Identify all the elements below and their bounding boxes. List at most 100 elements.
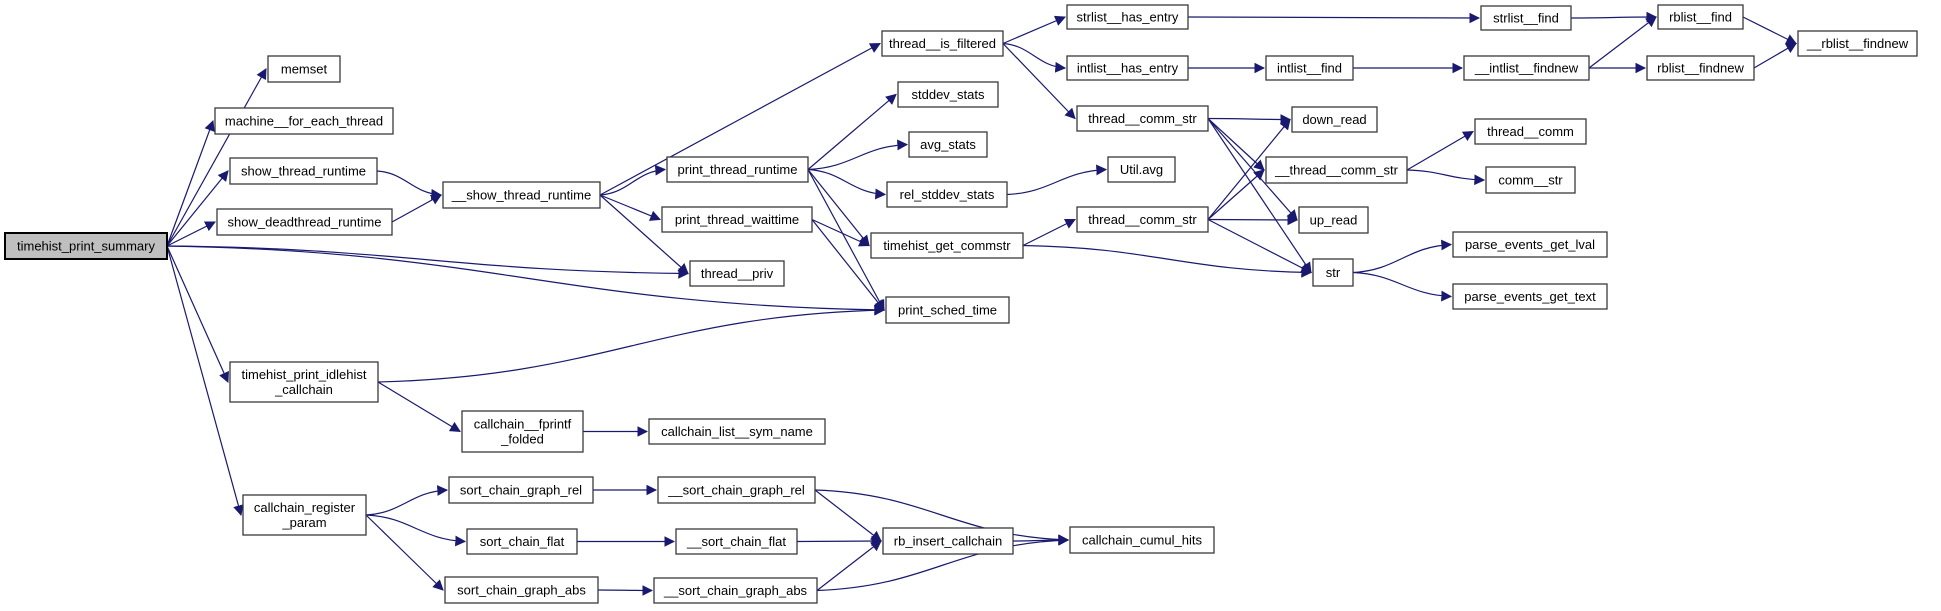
node-callchain_register_param[interactable]: callchain_register_param <box>242 494 367 536</box>
node-box[interactable] <box>1452 283 1608 310</box>
node-str[interactable]: str <box>1312 258 1354 287</box>
node-stddev_stats[interactable]: stddev_stats <box>897 81 999 108</box>
node-box[interactable] <box>908 131 988 158</box>
node-show_deadthread_runtime[interactable]: show_deadthread_runtime <box>216 208 393 236</box>
node-label-line: thread__comm_str <box>1088 111 1197 126</box>
node-__rblist__findnew[interactable]: __rblist__findnew <box>1797 30 1918 57</box>
node-parse_events_get_text[interactable]: parse_events_get_text <box>1452 283 1608 310</box>
node-box[interactable] <box>1646 55 1755 81</box>
node-rblist__findnew[interactable]: rblist__findnew <box>1646 55 1755 81</box>
node-thread__comm_str_1[interactable]: thread__comm_str <box>1076 105 1209 132</box>
node-timehist_get_commstr[interactable]: timehist_get_commstr <box>870 232 1024 259</box>
node-box[interactable] <box>461 410 584 453</box>
node-machine__for_each_thread[interactable]: machine__for_each_thread <box>214 107 394 135</box>
node-box[interactable] <box>1298 206 1369 234</box>
node-label-line: __sort_chain_graph_rel <box>667 483 805 498</box>
node-timehist_print_idlehist_callchain[interactable]: timehist_print_idlehist_callchain <box>229 361 379 403</box>
node-box[interactable] <box>648 418 826 445</box>
node-__sort_chain_graph_rel[interactable]: __sort_chain_graph_rel <box>657 476 816 504</box>
node-box[interactable] <box>1069 526 1215 554</box>
node-__show_thread_runtime[interactable]: __show_thread_runtime <box>442 181 601 209</box>
node-box[interactable] <box>1066 4 1189 30</box>
node-box[interactable] <box>267 55 341 83</box>
node-rb_insert_callchain[interactable]: rb_insert_callchain <box>882 527 1014 555</box>
node-box[interactable] <box>661 206 813 233</box>
node-box[interactable] <box>897 81 999 108</box>
node-up_read[interactable]: up_read <box>1298 206 1369 234</box>
node-intlist__find[interactable]: intlist__find <box>1265 55 1354 81</box>
node-box[interactable] <box>1076 105 1209 132</box>
node-sort_chain_graph_rel[interactable]: sort_chain_graph_rel <box>448 476 594 504</box>
edge-thread__is_filtered--intlist__has_entry <box>1002 42 1067 73</box>
node-box[interactable] <box>1485 166 1576 194</box>
node-box[interactable] <box>885 296 1010 324</box>
node-intlist__has_entry[interactable]: intlist__has_entry <box>1066 55 1189 81</box>
node-avg_stats[interactable]: avg_stats <box>908 131 988 158</box>
node-print_thread_runtime[interactable]: print_thread_runtime <box>666 156 809 183</box>
node-callchain__fprintf_folded[interactable]: callchain__fprintf_folded <box>461 410 584 453</box>
node-box[interactable] <box>653 577 818 604</box>
node-parse_events_get_lval[interactable]: parse_events_get_lval <box>1452 231 1608 258</box>
node-box[interactable] <box>1797 30 1918 57</box>
node-rblist__find[interactable]: rblist__find <box>1657 4 1744 30</box>
node-strlist__find[interactable]: strlist__find <box>1480 5 1572 31</box>
node-label: thread__is_filtered <box>889 36 996 51</box>
node-box[interactable] <box>1452 231 1608 258</box>
node-memset[interactable]: memset <box>267 55 341 83</box>
node-box[interactable] <box>881 30 1004 57</box>
node-print_thread_waittime[interactable]: print_thread_waittime <box>661 206 813 233</box>
node-box[interactable] <box>1291 106 1378 133</box>
node-label: print_thread_waittime <box>675 212 799 227</box>
node-box[interactable] <box>229 361 379 403</box>
node-box[interactable] <box>675 528 798 555</box>
node-box[interactable] <box>1265 156 1408 184</box>
node-box[interactable] <box>448 476 594 504</box>
node-callchain_list__sym_name[interactable]: callchain_list__sym_name <box>648 418 826 445</box>
node-strlist__has_entry[interactable]: strlist__has_entry <box>1066 4 1189 30</box>
node-__thread__comm_str[interactable]: __thread__comm_str <box>1265 156 1408 184</box>
edge-__show_thread_runtime--thread__is_filtered <box>599 42 881 196</box>
node-__sort_chain_flat[interactable]: __sort_chain_flat <box>675 528 798 555</box>
node-box[interactable] <box>1107 156 1176 183</box>
node-sort_chain_flat[interactable]: sort_chain_flat <box>466 528 578 555</box>
node-util_avg[interactable]: Util.avg <box>1107 156 1176 183</box>
node-box[interactable] <box>1480 5 1572 31</box>
node-box[interactable] <box>214 107 394 135</box>
node-box[interactable] <box>689 260 785 287</box>
node-rel_stddev_stats[interactable]: rel_stddev_stats <box>886 181 1008 208</box>
node-box[interactable] <box>1066 55 1189 81</box>
node-box[interactable] <box>1657 4 1744 30</box>
node-box[interactable] <box>1463 55 1590 81</box>
node-thread__priv[interactable]: thread__priv <box>689 260 785 287</box>
node-down_read[interactable]: down_read <box>1291 106 1378 133</box>
node-box[interactable] <box>1265 55 1354 81</box>
node-box[interactable] <box>870 232 1024 259</box>
node-callchain_cumul_hits[interactable]: callchain_cumul_hits <box>1069 526 1215 554</box>
node-__intlist__findnew[interactable]: __intlist__findnew <box>1463 55 1590 81</box>
node-box[interactable] <box>1312 258 1354 287</box>
node-comm__str[interactable]: comm__str <box>1485 166 1576 194</box>
node-box[interactable] <box>216 208 393 236</box>
node-thread__comm_str_2[interactable]: thread__comm_str <box>1076 206 1209 233</box>
edge-__thread__comm_str--thread__comm <box>1406 130 1474 171</box>
node-box[interactable] <box>886 181 1008 208</box>
edge-callchain_register_param--sort_chain_graph_rel <box>365 485 449 516</box>
node-box[interactable] <box>1474 118 1587 145</box>
node-thread__comm[interactable]: thread__comm <box>1474 118 1587 145</box>
node-box[interactable] <box>666 156 809 183</box>
node-print_sched_time[interactable]: print_sched_time <box>885 296 1010 324</box>
node-box[interactable] <box>882 527 1014 555</box>
node-sort_chain_graph_abs[interactable]: sort_chain_graph_abs <box>444 576 599 604</box>
node-box[interactable] <box>242 494 367 536</box>
node-box[interactable] <box>657 476 816 504</box>
node-box[interactable] <box>1076 206 1209 233</box>
node-box[interactable] <box>444 576 599 604</box>
node-box[interactable] <box>442 181 601 209</box>
node-box[interactable] <box>229 157 378 185</box>
node-box[interactable] <box>466 528 578 555</box>
node-thread__is_filtered[interactable]: thread__is_filtered <box>881 30 1004 57</box>
node-show_thread_runtime[interactable]: show_thread_runtime <box>229 157 378 185</box>
node-__sort_chain_graph_abs[interactable]: __sort_chain_graph_abs <box>653 577 818 604</box>
node-label: parse_events_get_lval <box>1465 237 1595 252</box>
